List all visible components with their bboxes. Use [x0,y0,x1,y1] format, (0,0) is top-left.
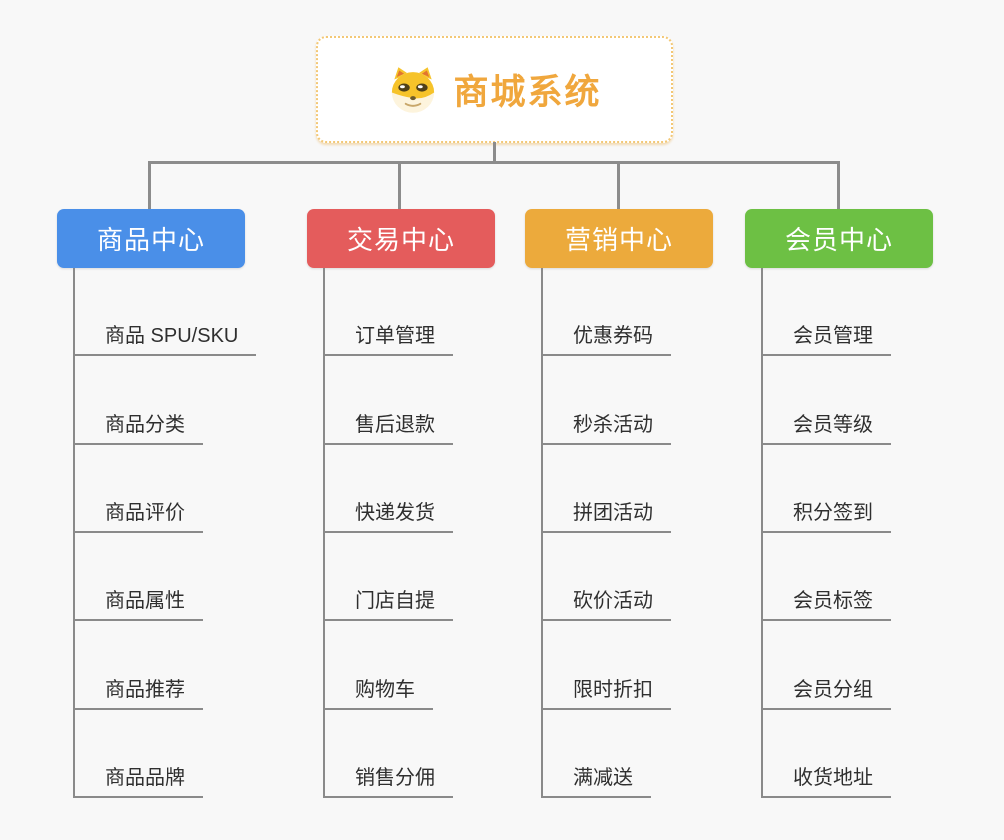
tree-node[interactable]: 优惠券码 [543,268,773,357]
tree-node[interactable]: 订单管理 [325,268,555,357]
connector-stub-marketing [617,161,620,209]
node-label[interactable]: 限时折扣 [543,673,671,710]
branch-items-product: 商品 SPU/SKU 商品分类 商品评价 商品属性 商品推荐 商品品牌 [73,268,305,798]
tree-node[interactable]: 砍价活动 [543,533,773,622]
tree-node[interactable]: 快递发货 [325,445,555,533]
node-label[interactable]: 订单管理 [325,319,453,357]
branch-header-marketing-center[interactable]: 营销中心 [525,209,713,268]
tree-node[interactable]: 商品分类 [75,356,305,445]
tree-node[interactable]: 满减送 [543,710,773,798]
tree-node[interactable]: 商品评价 [75,445,305,533]
node-label[interactable]: 满减送 [543,761,651,798]
node-label[interactable]: 会员等级 [763,408,891,445]
node-label[interactable]: 商品分类 [75,408,203,445]
node-label[interactable]: 砍价活动 [543,584,671,622]
connector-root-stem [493,142,496,163]
branch-header-trade-center[interactable]: 交易中心 [307,209,495,268]
node-label[interactable]: 商品属性 [75,584,203,622]
tree-node[interactable]: 限时折扣 [543,621,773,710]
tree-node[interactable]: 拼团活动 [543,445,773,533]
node-label[interactable]: 商品品牌 [75,761,203,798]
tree-node[interactable]: 购物车 [325,621,555,710]
branch-items-member: 会员管理 会员等级 积分签到 会员标签 会员分组 收货地址 [761,268,993,798]
tree-node[interactable]: 收货地址 [763,710,993,798]
tree-node[interactable]: 会员管理 [763,268,993,357]
node-label[interactable]: 秒杀活动 [543,408,671,445]
node-label[interactable]: 购物车 [325,673,433,710]
connector-stub-product [148,161,151,209]
branch-header-member-center[interactable]: 会员中心 [745,209,933,268]
root-title: 商城系统 [453,73,602,112]
tree-node[interactable]: 销售分佣 [325,710,555,798]
node-label[interactable]: 拼团活动 [543,496,671,533]
branch-items-marketing: 优惠券码 秒杀活动 拼团活动 砍价活动 限时折扣 满减送 [541,268,773,798]
node-label[interactable]: 商品推荐 [75,673,203,710]
node-label[interactable]: 门店自提 [325,584,453,622]
node-label[interactable]: 优惠券码 [543,319,671,357]
node-label[interactable]: 快递发货 [325,496,453,533]
tree-node[interactable]: 商品品牌 [75,710,305,798]
node-label[interactable]: 售后退款 [325,408,453,445]
tree-node[interactable]: 商品属性 [75,533,305,622]
node-label[interactable]: 商品评价 [75,496,203,533]
tree-node[interactable]: 商品推荐 [75,621,305,710]
tree-node[interactable]: 售后退款 [325,356,555,445]
node-label[interactable]: 收货地址 [763,761,891,798]
connector-stub-trade [398,161,401,209]
tree-node[interactable]: 商品 SPU/SKU [75,268,305,357]
tree-node[interactable]: 会员分组 [763,621,993,710]
node-label[interactable]: 销售分佣 [325,761,453,798]
tree-node[interactable]: 会员标签 [763,533,993,622]
tree-node[interactable]: 门店自提 [325,533,555,622]
connector-stub-member [837,161,840,209]
node-label[interactable]: 会员管理 [763,319,891,357]
doge-icon [387,66,439,114]
connector-main-horizontal [148,161,840,164]
branch-header-product-center[interactable]: 商品中心 [57,209,245,268]
node-label[interactable]: 商品 SPU/SKU [75,319,257,357]
root-node[interactable]: 商城系统 [316,36,673,143]
branch-items-trade: 订单管理 售后退款 快递发货 门店自提 购物车 销售分佣 [323,268,555,798]
node-label[interactable]: 积分签到 [763,496,891,533]
node-label[interactable]: 会员标签 [763,584,891,622]
tree-node[interactable]: 会员等级 [763,356,993,445]
tree-node[interactable]: 积分签到 [763,445,993,533]
node-label[interactable]: 会员分组 [763,673,891,710]
tree-node[interactable]: 秒杀活动 [543,356,773,445]
